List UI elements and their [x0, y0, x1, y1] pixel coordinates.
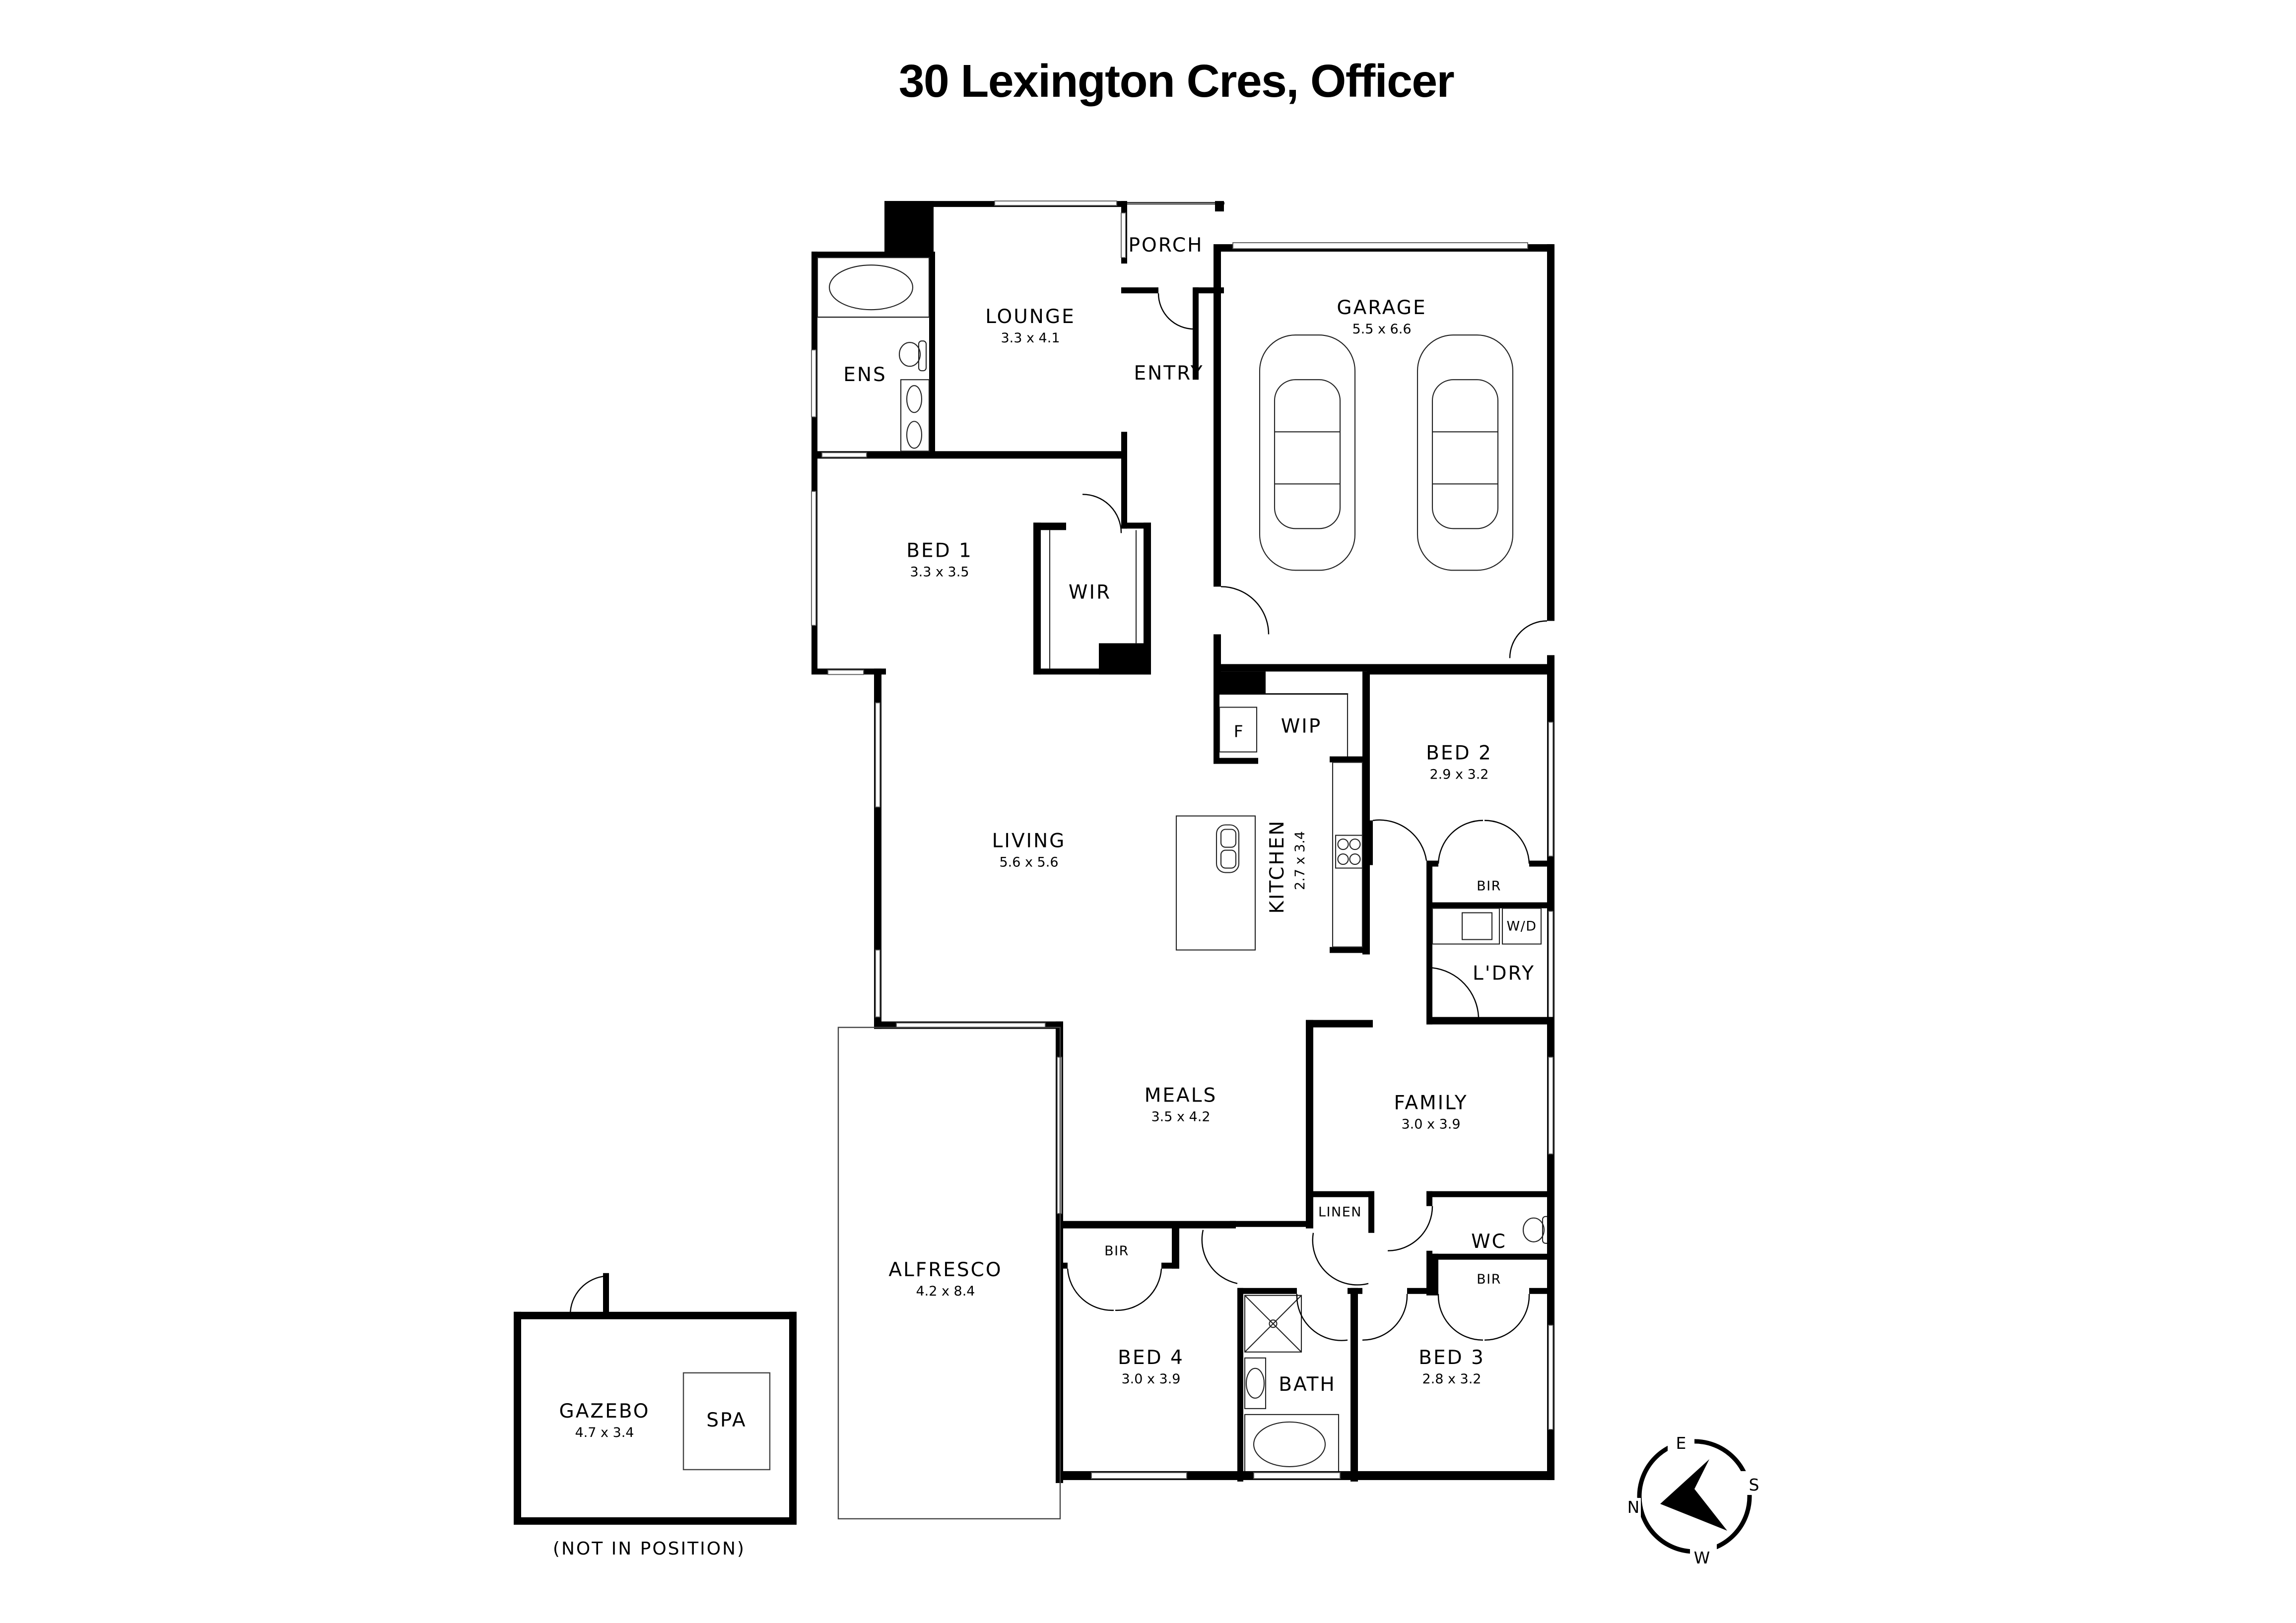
bed1-label: BED 1: [906, 539, 973, 562]
garage-label: GARAGE: [1337, 297, 1426, 319]
compass-w: W: [1694, 1548, 1710, 1567]
bed4-dims: 3.0 x 3.9: [1121, 1371, 1180, 1387]
fridge-label: F: [1234, 721, 1244, 741]
compass-s: S: [1749, 1475, 1759, 1494]
bed4-bir-label: BIR: [1104, 1243, 1129, 1259]
family-dims: 3.0 x 3.9: [1401, 1117, 1460, 1132]
compass-e: E: [1676, 1433, 1687, 1453]
bed2-label: BED 2: [1426, 742, 1492, 764]
compass-icon: E S N W: [1620, 1432, 1760, 1567]
alfresco-area: [837, 1027, 1061, 1520]
kitchen-dims: 2.7 x 3.4: [1292, 831, 1308, 890]
porch-label: PORCH: [1129, 234, 1204, 257]
entry-label: ENTRY: [1134, 362, 1204, 385]
ens-label: ENS: [843, 364, 887, 386]
north-arrow-icon: [1660, 1459, 1727, 1531]
walls: [811, 200, 1554, 1483]
wir-label: WIR: [1069, 581, 1111, 603]
car-icons: [1259, 334, 1514, 571]
page-title: 30 Lexington Cres, Officer: [899, 55, 1454, 107]
doors: [1067, 293, 1548, 1341]
alfresco-label: ALFRESCO: [888, 1259, 1002, 1281]
room-labels: PORCH LOUNGE 3.3 x 4.1 ENS ENTRY GARAGE …: [553, 234, 1537, 1559]
spa-label: SPA: [706, 1409, 746, 1431]
compass-n: N: [1627, 1497, 1640, 1517]
lounge-label: LOUNGE: [985, 306, 1076, 328]
bed3-bir-label: BIR: [1477, 1272, 1501, 1287]
bed1-dims: 3.3 x 3.5: [910, 564, 969, 580]
meals-label: MEALS: [1145, 1085, 1217, 1107]
gazebo-label: GAZEBO: [559, 1400, 650, 1423]
spa-outline: [682, 1372, 771, 1471]
family-label: FAMILY: [1394, 1092, 1468, 1114]
lounge-dims: 3.3 x 4.1: [1001, 330, 1060, 346]
washer-dryer-label: W/D: [1506, 919, 1537, 934]
bed4-label: BED 4: [1118, 1347, 1184, 1369]
bath-label: BATH: [1279, 1373, 1336, 1396]
bed3-label: BED 3: [1418, 1347, 1485, 1369]
wc-label: WC: [1471, 1231, 1507, 1253]
linen-label: LINEN: [1318, 1205, 1362, 1220]
living-dims: 5.6 x 5.6: [999, 855, 1058, 870]
bed3-dims: 2.8 x 3.2: [1422, 1371, 1481, 1387]
bed2-dims: 2.9 x 3.2: [1429, 767, 1488, 782]
laundry-label: L'DRY: [1473, 963, 1535, 985]
meals-dims: 3.5 x 4.2: [1151, 1109, 1210, 1125]
garage-dims: 5.5 x 6.6: [1352, 322, 1411, 337]
alfresco-dims: 4.2 x 8.4: [916, 1284, 975, 1299]
kitchen-label: KITCHEN: [1266, 820, 1288, 914]
living-label: LIVING: [992, 830, 1066, 852]
gazebo: [514, 1273, 797, 1525]
bed2-bir-label: BIR: [1477, 879, 1501, 894]
wip-label: WIP: [1281, 715, 1322, 737]
gazebo-note: (NOT IN POSITION): [553, 1539, 745, 1559]
gazebo-dims: 4.7 x 3.4: [575, 1425, 634, 1440]
